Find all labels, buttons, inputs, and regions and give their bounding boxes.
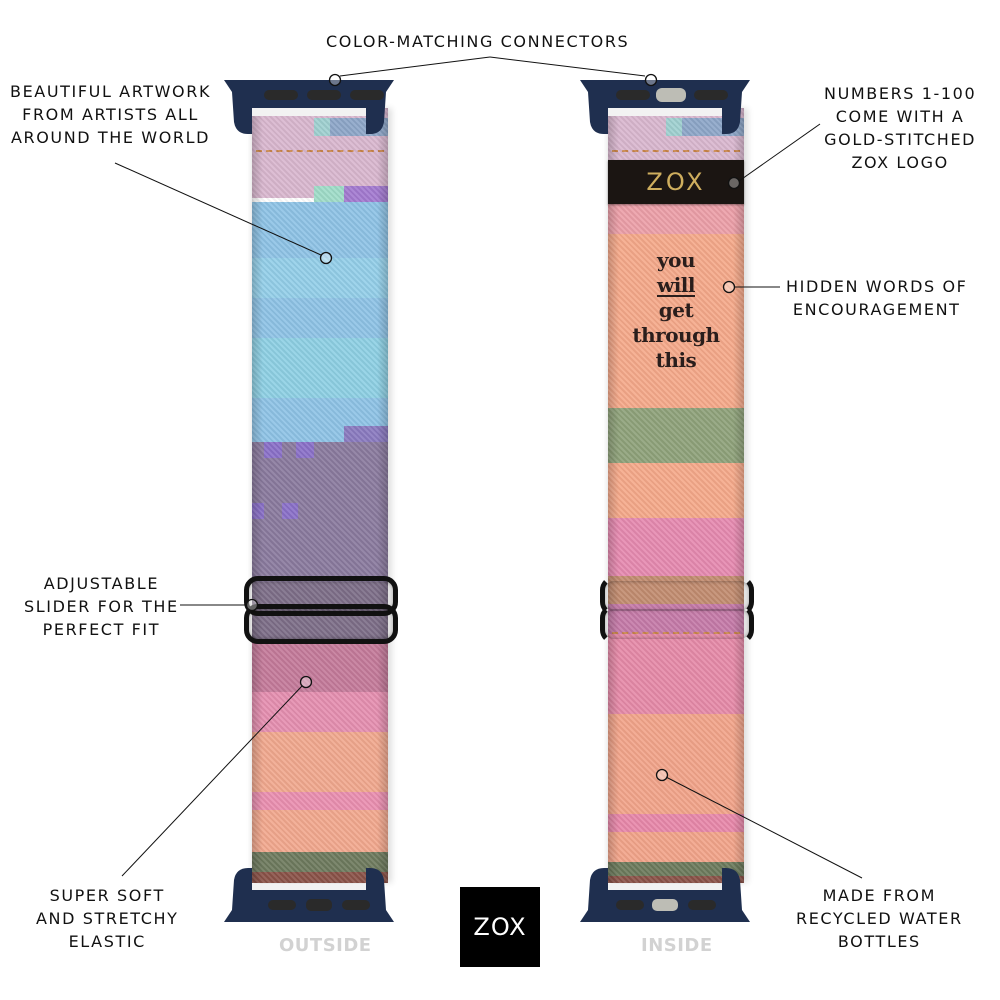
hidden-word: will: [656, 273, 696, 297]
hidden-word: get: [658, 298, 694, 322]
slider-loop-outside-bottom: [244, 604, 398, 644]
bottom-connector-outside: [224, 864, 394, 924]
hidden-word: you: [656, 248, 696, 272]
top-connector-outside: [224, 78, 394, 138]
label-beautiful-artwork: BEAUTIFUL ARTWORK FROM ARTISTS ALL AROUN…: [10, 82, 212, 147]
band-inside: [608, 108, 744, 883]
hidden-word: this: [655, 348, 697, 372]
zox-logo-patch: ZOX: [608, 160, 744, 204]
zox-logo-text: ZOX: [473, 913, 527, 941]
label-color-matching-connectors: COLOR-MATCHING CONNECTORS: [326, 32, 630, 51]
caption-outside: OUTSIDE: [279, 935, 372, 956]
label-adjustable-slider: ADJUSTABLE SLIDER FOR THE PERFECT FIT: [24, 574, 179, 639]
slider-loop-inside-bottom: [600, 604, 754, 644]
hidden-word: through: [632, 323, 720, 347]
zox-patch-text: ZOX: [646, 168, 706, 196]
bottom-connector-inside: [580, 864, 750, 924]
zox-logo: ZOX: [460, 887, 540, 967]
slider-loop-outside-top: [244, 576, 398, 616]
caption-inside: INSIDE: [641, 935, 713, 956]
top-connector-inside: [580, 78, 750, 138]
hidden-words: you will get through this: [608, 248, 744, 373]
label-super-soft: SUPER SOFT AND STRETCHY ELASTIC: [36, 886, 179, 951]
label-recycled: MADE FROM RECYCLED WATER BOTTLES: [796, 886, 963, 951]
label-numbers-1-100: NUMBERS 1-100 COME WITH A GOLD-STITCHED …: [824, 84, 977, 172]
label-hidden-words: HIDDEN WORDS OF ENCOURAGEMENT: [786, 277, 968, 319]
slider-loop-inside-top: [600, 576, 754, 616]
band-outside: [252, 108, 388, 883]
